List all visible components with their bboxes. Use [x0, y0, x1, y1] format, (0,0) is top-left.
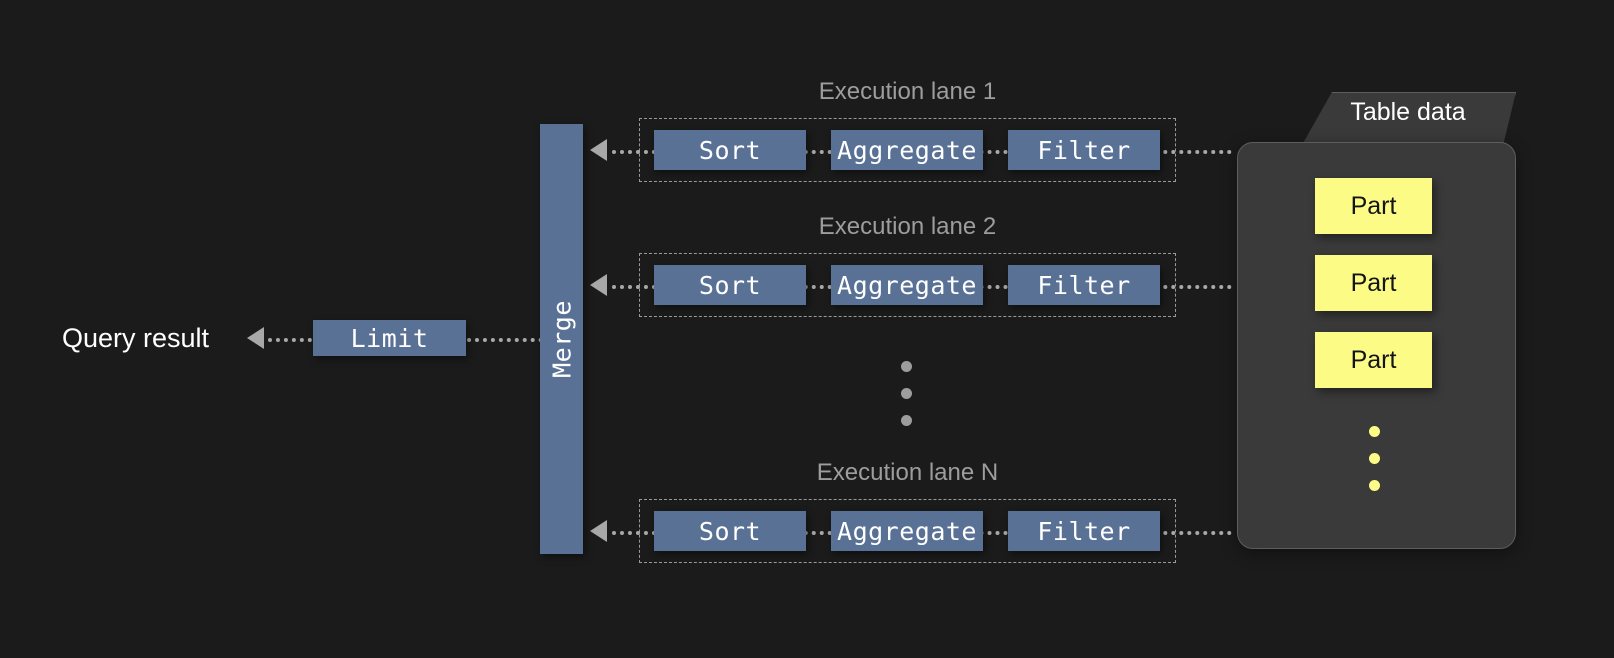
lane-n-aggregate-operator[interactable]: Aggregate: [831, 511, 983, 551]
part-box-2[interactable]: Part: [1315, 255, 1432, 311]
lane-1-sort-operator[interactable]: Sort: [654, 130, 806, 170]
part-ellipsis-dot-1: [1369, 426, 1380, 437]
arrowhead-lane-2: [590, 274, 607, 296]
lane-n-sort-operator[interactable]: Sort: [654, 511, 806, 551]
lane-2-caption: Execution lane 2: [818, 213, 997, 240]
lane-ellipsis-dot-2: [901, 388, 912, 399]
table-data-tab-shape: [1302, 92, 1516, 145]
lane-n-caption: Execution lane N: [816, 459, 999, 486]
lane-1-filter-operator[interactable]: Filter: [1008, 130, 1160, 170]
lane-n-filter-operator[interactable]: Filter: [1008, 511, 1160, 551]
query-result-label: Query result: [62, 323, 210, 353]
lane-ellipsis-dot-1: [901, 361, 912, 372]
limit-operator[interactable]: Limit: [313, 320, 466, 356]
arrowhead-lane-1: [590, 139, 607, 161]
lane-ellipsis-dot-3: [901, 415, 912, 426]
lane-2-aggregate-operator[interactable]: Aggregate: [831, 265, 983, 305]
part-ellipsis-dot-3: [1369, 480, 1380, 491]
merge-operator-label: Merge: [547, 300, 576, 378]
part-box-3[interactable]: Part: [1315, 332, 1432, 388]
part-ellipsis-dot-2: [1369, 453, 1380, 464]
lane-2-filter-operator[interactable]: Filter: [1008, 265, 1160, 305]
lane-1-caption: Execution lane 1: [818, 78, 997, 105]
merge-operator[interactable]: Merge: [540, 124, 583, 554]
arrowhead-query-result: [247, 327, 264, 349]
lane-1-aggregate-operator[interactable]: Aggregate: [831, 130, 983, 170]
arrowhead-lane-n: [590, 520, 607, 542]
table-data-container: Table data Part Part Part: [1237, 92, 1516, 549]
part-box-1[interactable]: Part: [1315, 178, 1432, 234]
lane-2-sort-operator[interactable]: Sort: [654, 265, 806, 305]
table-data-title: Table data: [1350, 98, 1466, 126]
